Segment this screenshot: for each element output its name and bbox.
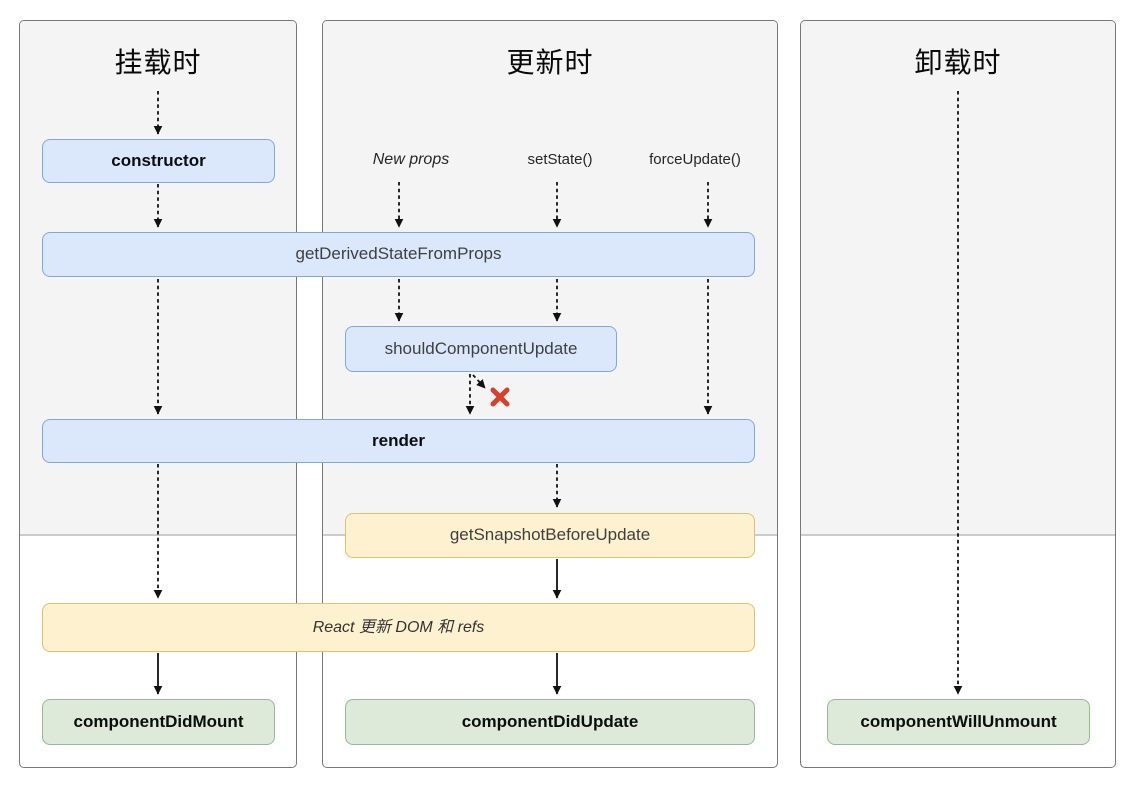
panel-updating: 更新时 (322, 20, 778, 768)
lifecycle-box-componentDidMount[interactable]: componentDidMount (42, 699, 275, 745)
trigger-force-update: forceUpdate() (649, 151, 741, 168)
lifecycle-box-shouldComponentUpdate[interactable]: shouldComponentUpdate (345, 326, 617, 372)
trigger-set-state: setState() (527, 151, 593, 168)
trigger-new-props: New props (372, 151, 450, 168)
lifecycle-box-componentDidUpdate[interactable]: componentDidUpdate (345, 699, 755, 745)
lifecycle-box-react-updates-dom: React 更新 DOM 和 refs (42, 603, 755, 652)
panel-unmounting: 卸载时 (800, 20, 1116, 768)
lifecycle-box-render[interactable]: render (42, 419, 755, 463)
lifecycle-box-componentWillUnmount[interactable]: componentWillUnmount (827, 699, 1090, 745)
lifecycle-box-getSnapshotBeforeUpdate[interactable]: getSnapshotBeforeUpdate (345, 513, 755, 558)
render-phase-background-unmounting (801, 21, 1115, 536)
panel-title-updating: 更新时 (506, 47, 594, 78)
panel-title-unmounting: 卸载时 (914, 47, 1002, 78)
lifecycle-box-getDerivedStateFromProps[interactable]: getDerivedStateFromProps (42, 232, 755, 277)
panel-title-mounting: 挂载时 (114, 47, 202, 78)
lifecycle-box-constructor[interactable]: constructor (42, 139, 275, 183)
panel-mounting: 挂载时 (19, 20, 297, 768)
